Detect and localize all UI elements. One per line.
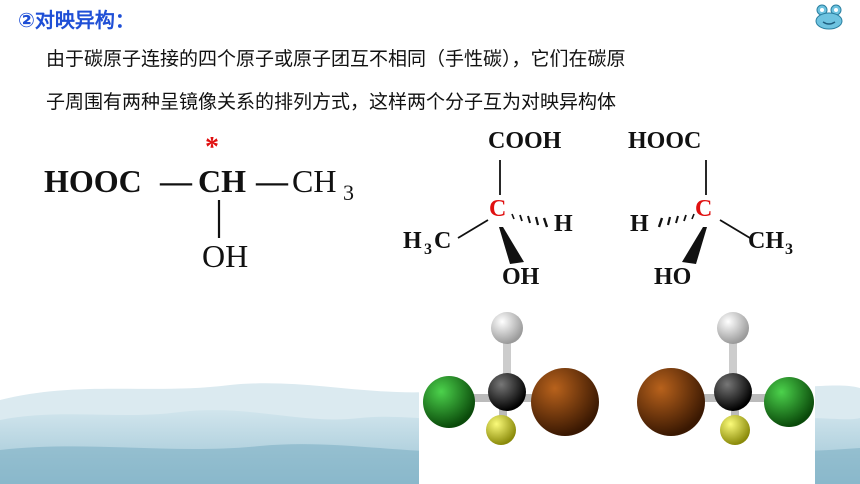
section-title: ②对映异构：: [18, 8, 135, 32]
enantiomer-b-bottom: HO: [654, 264, 692, 290]
enantiomer-a-center: C: [489, 196, 507, 222]
ball-and-stick-models: [419, 302, 815, 484]
paragraph-line-2: 子周围有两种呈镜像关系的排列方式，这样两个分子互为对映异构体: [46, 91, 617, 113]
model-left: [423, 312, 599, 445]
enantiomer-a-left-sub: 3: [424, 241, 432, 258]
enantiomer-b-left: H: [630, 211, 649, 237]
enantiomer-a-top: COOH: [488, 128, 562, 154]
paragraph-line-1: 由于碳原子连接的四个原子或原子团互不相同（手性碳），它们在碳原: [46, 48, 626, 70]
enantiomer-b-right-sub: 3: [785, 241, 793, 258]
enantiomer-a-bottom: OH: [502, 264, 540, 290]
enantiomer-a-left-h: H: [403, 228, 422, 254]
enantiomer-b-top: HOOC: [628, 128, 702, 154]
enantiomer-a-left-c: C: [434, 228, 452, 254]
enantiomer-b-center: C: [695, 196, 713, 222]
enantiomer-b-right-ch: CH: [748, 228, 784, 254]
model-right: [637, 312, 814, 445]
cartoon-frog-icon: [815, 4, 843, 30]
enantiomer-a-right: H: [554, 211, 573, 237]
